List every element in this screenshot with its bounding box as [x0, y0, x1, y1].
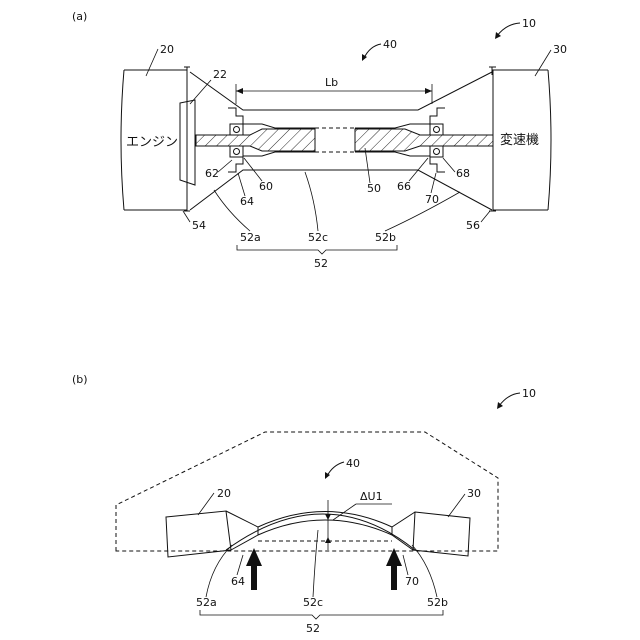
force-arrow-right [386, 548, 402, 590]
dim-lb-arrow-left [236, 88, 243, 94]
dim-lb-arrow-right [425, 88, 432, 94]
engine-block-left-edge [121, 70, 124, 210]
bearing-right-top [430, 124, 443, 135]
ref-shaft-a: 50 [367, 182, 381, 195]
ref-cover-b: 52 [306, 622, 320, 635]
ref-transmission-b-leader [448, 494, 465, 517]
ref-cover-right-a-leader [385, 192, 460, 231]
bracket-right-bottom [430, 157, 445, 172]
ref-shaft-a-leader [365, 148, 370, 183]
ref-66: 66 [397, 180, 411, 193]
ref-68-leader [443, 158, 455, 172]
bracket-left-top [228, 108, 243, 124]
transmission-label: 変速機 [500, 132, 539, 148]
ref-engine-part-a: 22 [213, 68, 227, 81]
bracket-right-top [430, 108, 445, 124]
ref-64-leader [238, 173, 245, 196]
transmission-block-right-edge [548, 70, 551, 210]
ref-mount-left: 54 [192, 219, 206, 232]
ref-vehicle-a: 10 [522, 17, 536, 30]
transmission-b [413, 512, 470, 556]
ref-68: 68 [456, 167, 470, 180]
ref-shaft-assembly-a-arrow [364, 44, 381, 58]
ref-cover-center-b-leader [313, 530, 318, 597]
ref-engine-b: 20 [217, 487, 231, 500]
ref-support-left: 64 [231, 575, 245, 588]
ref-cover-right-b: 52b [427, 596, 448, 609]
ref-cover-center-b: 52c [303, 596, 323, 609]
ref-engine-part-a-leader [190, 80, 211, 104]
ref-cover-right-b-leader [412, 545, 437, 597]
cover-bent-arc [226, 514, 415, 550]
ref-vehicle-b-arrowhead [497, 402, 503, 409]
shaft-50-right [355, 129, 493, 151]
panel-a: (a) 10 40 エンジン 20 22 変速機 30 [72, 10, 567, 270]
ref-cover-right-a: 52b [375, 231, 396, 244]
bearing-left-top [230, 124, 243, 135]
ref-60: 60 [259, 180, 273, 193]
ref-support-right-leader [403, 555, 408, 575]
ref-engine-b-leader [198, 493, 214, 515]
force-arrow-left [246, 548, 262, 590]
ref-shaft-assembly-a: 40 [383, 38, 397, 51]
cover-outer-bottom [190, 170, 492, 210]
ref-shaft-assembly-a-arrowhead [362, 54, 367, 61]
ref-62-leader [218, 160, 232, 172]
transmission-b-link [392, 512, 415, 550]
panel-b: (b) 10 40 20 30 ΔU1 [72, 373, 536, 635]
ref-70: 70 [425, 193, 439, 206]
shaft-50 [196, 129, 315, 151]
brace-52-b [200, 610, 443, 619]
ref-vehicle-b-arrow [499, 393, 520, 406]
ref-cover-left-a: 52a [240, 231, 261, 244]
ref-64: 64 [240, 195, 254, 208]
dim-lb-label: Lb [325, 76, 338, 89]
bearing-right-bottom [430, 146, 443, 157]
ref-transmission-b: 30 [467, 487, 481, 500]
ref-shaft-assembly-b-arrow [327, 462, 344, 476]
tube-bottom [243, 152, 315, 156]
ref-mount-right-leader [481, 211, 490, 222]
engine-b-link [226, 511, 258, 550]
ref-engine-a-leader [146, 49, 158, 76]
bearing-left-bottom [230, 146, 243, 157]
ref-vehicle-a-arrow [497, 23, 520, 36]
ref-mount-left-leader [183, 211, 190, 222]
ref-cover-center-a-leader [305, 172, 318, 231]
ref-mount-right: 56 [466, 219, 480, 232]
ref-cover-a: 52 [314, 257, 328, 270]
ref-transmission-a: 30 [553, 43, 567, 56]
delta-u1-arrow-up [325, 537, 331, 543]
tube-top-right [355, 124, 430, 128]
tube-top [243, 124, 315, 128]
ref-70-leader [431, 173, 436, 193]
ref-cover-left-b: 52a [196, 596, 217, 609]
ref-shaft-assembly-b: 40 [346, 457, 360, 470]
delta-u1-label: ΔU1 [360, 490, 383, 503]
delta-u1-arrow-down [325, 514, 331, 520]
panel-b-label: (b) [72, 373, 88, 386]
bracket-left-bottom [228, 157, 243, 172]
engine-label: エンジン [126, 135, 178, 150]
brace-52-a [237, 245, 397, 254]
panel-a-label: (a) [72, 10, 87, 23]
vehicle-outline [116, 432, 498, 551]
ref-engine-a: 20 [160, 43, 174, 56]
ref-vehicle-b: 10 [522, 387, 536, 400]
engine-b [166, 511, 231, 557]
ref-62: 62 [205, 167, 219, 180]
ref-support-right: 70 [405, 575, 419, 588]
ref-support-left-leader [237, 555, 243, 575]
ref-cover-center-a: 52c [308, 231, 328, 244]
